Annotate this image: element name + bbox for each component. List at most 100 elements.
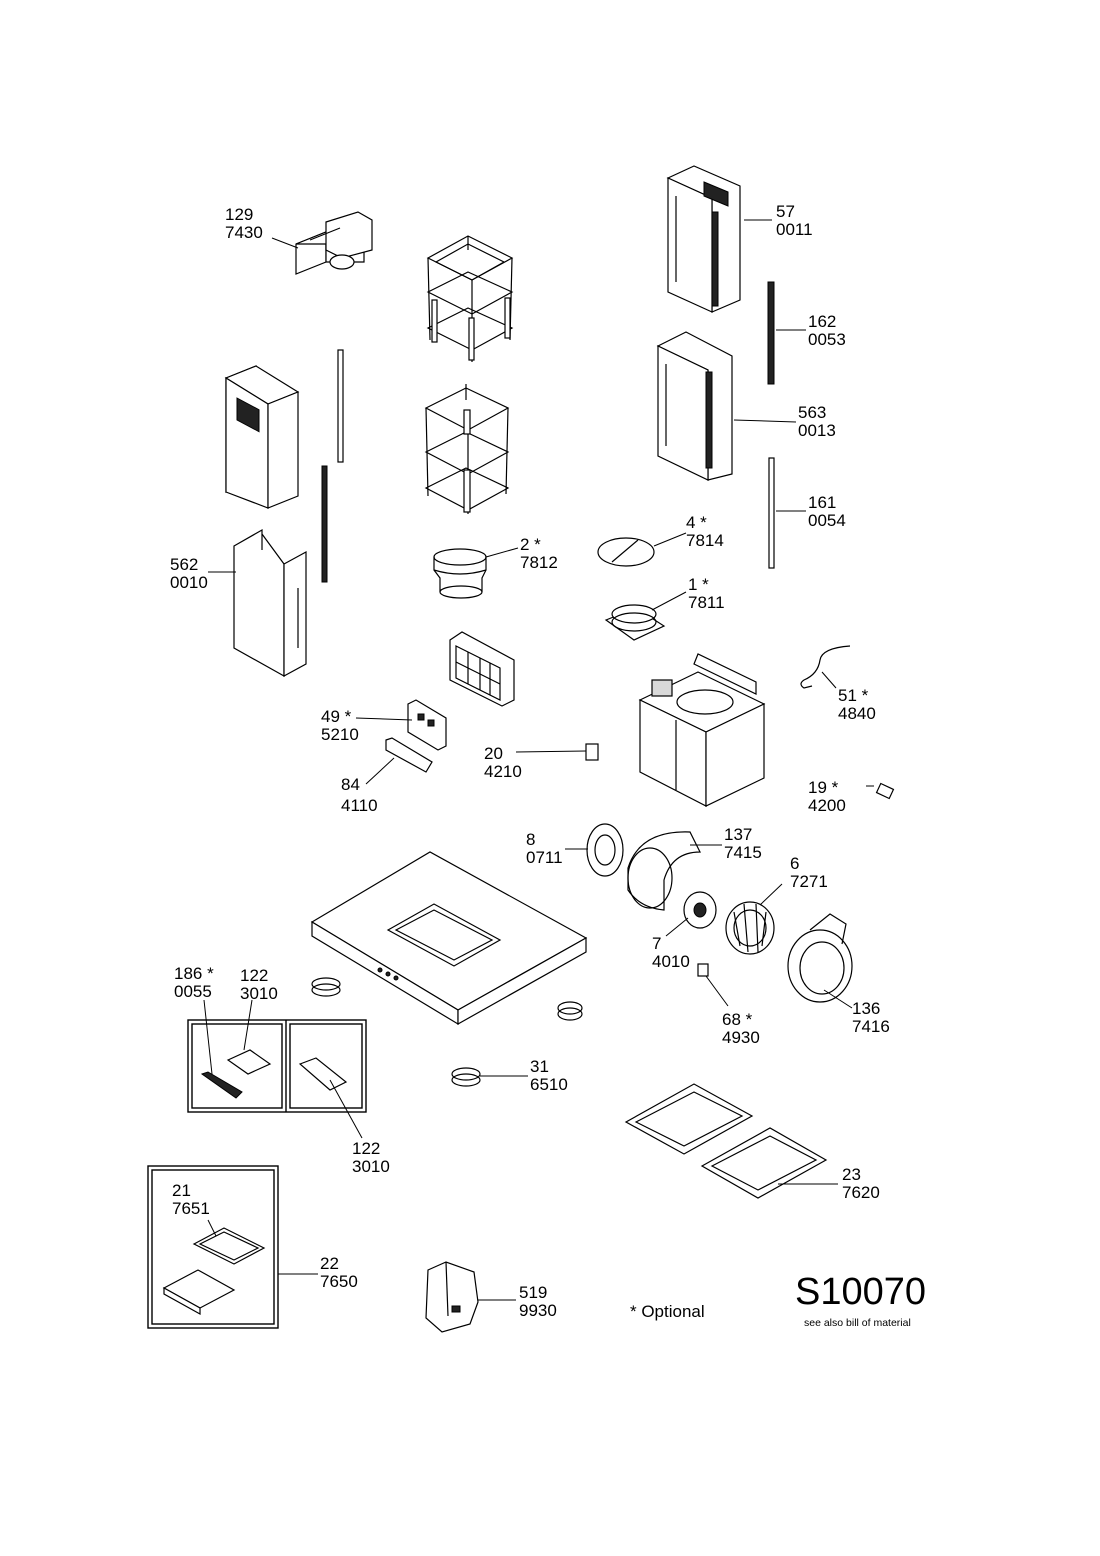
part-position: 563 — [798, 403, 826, 422]
part-1-collar — [604, 604, 666, 641]
part-code: 6510 — [530, 1075, 568, 1094]
part-563-lower-chimney — [656, 331, 733, 481]
part-code: 0055 — [174, 982, 212, 1001]
model-note: see also bill of material — [804, 1317, 911, 1329]
label-7: 7 4010 — [652, 934, 690, 971]
part-519-mounting-kit — [425, 1261, 479, 1333]
label-6: 6 7271 — [790, 854, 828, 891]
part-129-duct-adapter — [295, 211, 373, 275]
part-7-motor — [683, 891, 717, 929]
part-position: 49 * — [321, 707, 352, 726]
part-code: 7430 — [225, 223, 263, 242]
part-code: 7811 — [688, 593, 725, 612]
label-122-top: 122 3010 — [240, 966, 278, 1003]
label-563: 563 0013 — [798, 403, 836, 440]
part-code: 7812 — [520, 553, 558, 572]
part-position: 122 — [240, 966, 268, 985]
label-49: 49 * 5210 — [321, 707, 359, 744]
part-telescopic-frame-upper — [426, 235, 514, 362]
part-position: 519 — [519, 1283, 547, 1302]
part-position: 4 * — [686, 513, 707, 532]
label-136: 136 7416 — [852, 999, 890, 1036]
part-code: 7651 — [172, 1199, 210, 1218]
part-57-upper-chimney-right — [666, 165, 741, 313]
part-position: 22 — [320, 1254, 339, 1273]
label-562: 562 0010 — [170, 555, 208, 592]
part-49-circuit-board — [407, 699, 447, 751]
leader-lines — [203, 219, 853, 1301]
part-hood-canopy — [310, 851, 588, 1026]
label-51: 51 * 4840 — [838, 686, 876, 723]
part-knob-left — [311, 977, 341, 997]
part-code: 4210 — [484, 762, 522, 781]
part-136-housing-cover — [787, 913, 853, 1003]
part-19-bulb — [866, 782, 895, 800]
label-186: 186 * 0055 — [174, 964, 214, 1001]
part-position: 68 * — [722, 1010, 753, 1029]
part-position: 186 * — [174, 964, 214, 983]
part-31-knob — [451, 1067, 481, 1087]
part-code: 0711 — [526, 848, 563, 867]
part-code: 0054 — [808, 511, 846, 530]
part-position: 122 — [352, 1139, 380, 1158]
label-122-bottom: 122 3010 — [352, 1139, 390, 1176]
part-code: 3010 — [352, 1157, 390, 1176]
label-8: 8 0711 — [526, 830, 563, 867]
part-position: 19 * — [808, 778, 839, 797]
model-number: S10070 — [795, 1271, 926, 1313]
part-84-bracket — [385, 737, 433, 773]
part-code: 4200 — [808, 796, 846, 815]
part-code: 7650 — [320, 1272, 358, 1291]
part-position: 2 * — [520, 535, 541, 554]
part-position: 7 — [652, 934, 661, 953]
label-4: 4 * 7814 — [686, 513, 724, 550]
electronics-box — [187, 1019, 367, 1113]
part-motor-housing — [638, 653, 766, 807]
label-20: 20 4210 — [484, 744, 522, 781]
part-code: 7814 — [686, 531, 724, 550]
part-position: 21 — [172, 1181, 191, 1200]
part-code: 0010 — [170, 573, 208, 592]
part-position: 23 — [842, 1165, 861, 1184]
part-4-disc — [597, 537, 655, 567]
part-telescopic-frame-lower — [424, 384, 510, 514]
part-code: 4110 — [341, 796, 378, 815]
part-upper-chimney-left — [224, 365, 300, 509]
part-position: 6 — [790, 854, 799, 873]
label-2: 2 * 7812 — [520, 535, 558, 572]
label-519: 519 9930 — [519, 1283, 557, 1320]
part-562-lower-chimney — [233, 528, 307, 678]
label-162: 162 0053 — [808, 312, 846, 349]
part-position: 31 — [530, 1057, 549, 1076]
part-137-scroll-housing — [627, 831, 701, 911]
part-position: 129 — [225, 205, 253, 224]
optional-note: * Optional — [630, 1302, 705, 1321]
label-23: 23 7620 — [842, 1165, 880, 1202]
label-161: 161 0054 — [808, 493, 846, 530]
part-position: 51 * — [838, 686, 869, 705]
label-68: 68 * 4930 — [722, 1010, 760, 1047]
label-1: 1 * 7811 — [688, 575, 725, 612]
part-code: 4840 — [838, 704, 876, 723]
part-knob-right — [557, 1001, 583, 1021]
part-position: 136 — [852, 999, 880, 1018]
part-code: 0053 — [808, 330, 846, 349]
part-labels: 129 7430 57 0011 162 0053 563 0013 161 0… — [170, 202, 890, 1320]
part-code: 7415 — [724, 843, 762, 862]
part-code: 0013 — [798, 421, 836, 440]
part-code: 7271 — [790, 872, 828, 891]
part-position: 137 — [724, 825, 752, 844]
part-position: 57 — [776, 202, 795, 221]
label-31: 31 6510 — [530, 1057, 568, 1094]
part-position: 20 — [484, 744, 503, 763]
part-left-strips — [321, 349, 344, 583]
carbon-filter-box — [147, 1165, 279, 1329]
label-84: 84 4110 — [341, 775, 378, 815]
part-6-fan-wheel — [725, 901, 775, 955]
part-code: 7416 — [852, 1017, 890, 1036]
part-position: 8 — [526, 830, 535, 849]
part-8-motor-plate — [586, 823, 624, 877]
part-position: 562 — [170, 555, 198, 574]
label-137: 137 7415 — [724, 825, 762, 862]
part-51-cable — [800, 645, 851, 689]
